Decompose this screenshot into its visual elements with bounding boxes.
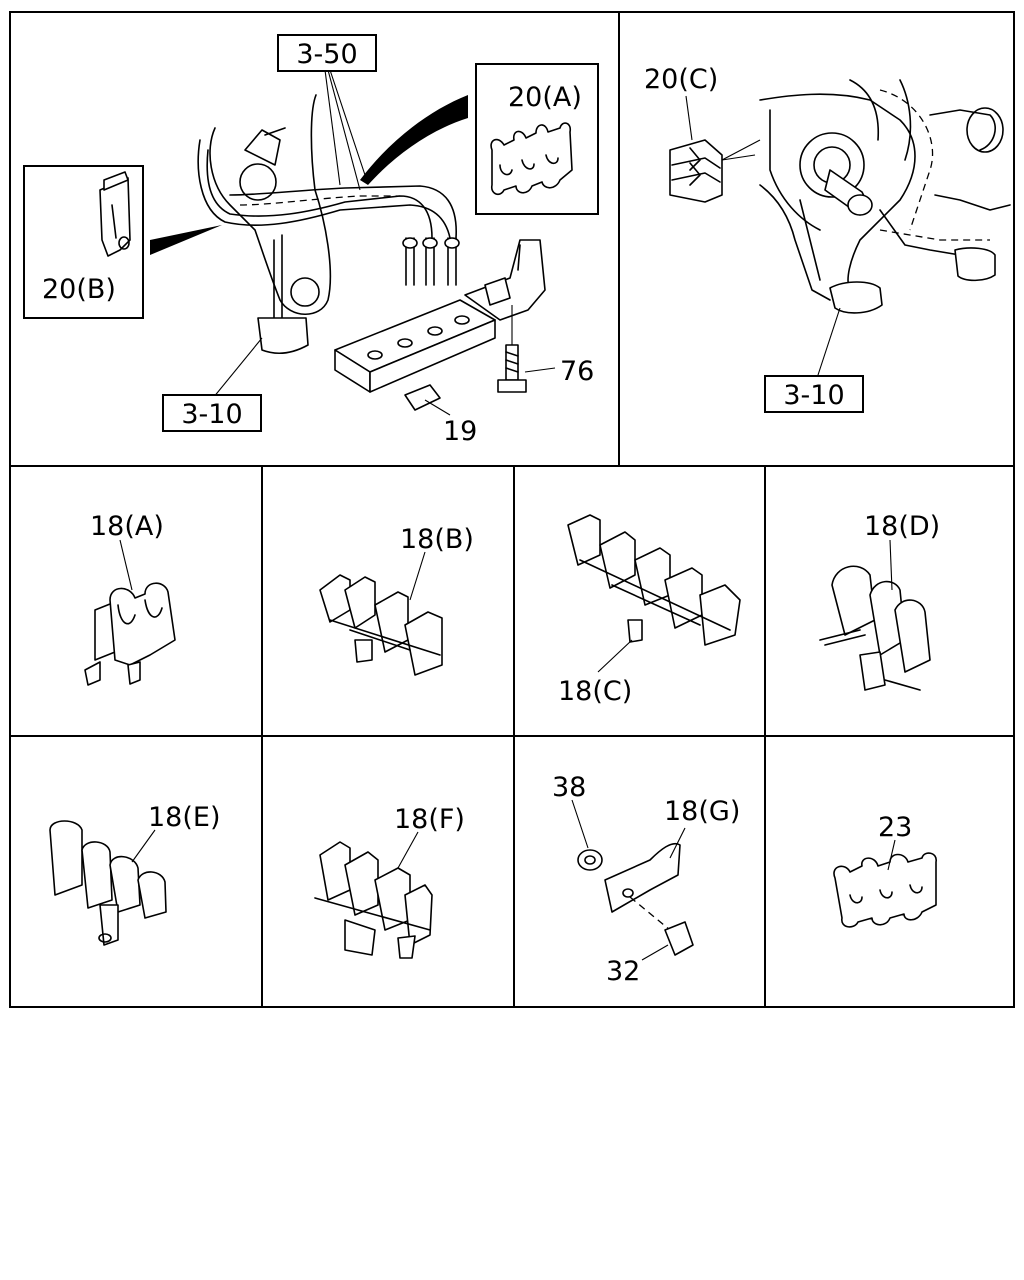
- label-20b: 20(B): [42, 274, 116, 305]
- label-32: 32: [606, 956, 640, 987]
- label-76: 76: [560, 356, 594, 387]
- ref-box-3-10-left: [162, 394, 262, 432]
- bracket-18g-drawing: [571, 799, 694, 961]
- label-18f: 18(F): [394, 804, 465, 835]
- ref-box-3-50: [277, 34, 377, 72]
- pedal-assembly-panel: [99, 69, 556, 416]
- label-38: 38: [552, 772, 586, 803]
- clip-18b-drawing: [319, 551, 443, 676]
- label-18b: 18(B): [400, 524, 474, 555]
- inset-20a: [475, 63, 599, 215]
- clip-18f-drawing: [314, 831, 433, 959]
- label-23: 23: [878, 812, 912, 843]
- callout-labels: 3-50 3-10 3-10 20(A) 20(B) 20(C) 76 19 1…: [42, 34, 940, 987]
- label-19: 19: [443, 416, 477, 447]
- panel-grid: [9, 11, 1015, 1008]
- ref-box-3-10-right: [764, 375, 864, 413]
- label-20a: 20(A): [508, 82, 582, 113]
- clip-18d-drawing: [819, 539, 931, 691]
- pedal-upper-panel: [669, 79, 1011, 376]
- label-18g: 18(G): [664, 796, 740, 827]
- clip-18e-drawing: [49, 820, 167, 946]
- label-3-10-right: 3-10: [783, 380, 844, 411]
- inset-20b: [23, 165, 144, 319]
- label-18d: 18(D): [864, 511, 940, 542]
- clip-18c-drawing: [567, 514, 741, 673]
- label-18e: 18(E): [148, 802, 220, 833]
- label-3-10-left: 3-10: [181, 399, 242, 430]
- clip-23-drawing: [833, 839, 937, 928]
- label-18c: 18(C): [558, 676, 632, 707]
- clip-18a-drawing: [84, 539, 176, 686]
- label-18a: 18(A): [90, 511, 164, 542]
- label-3-50: 3-50: [296, 39, 357, 70]
- label-20c: 20(C): [644, 64, 718, 95]
